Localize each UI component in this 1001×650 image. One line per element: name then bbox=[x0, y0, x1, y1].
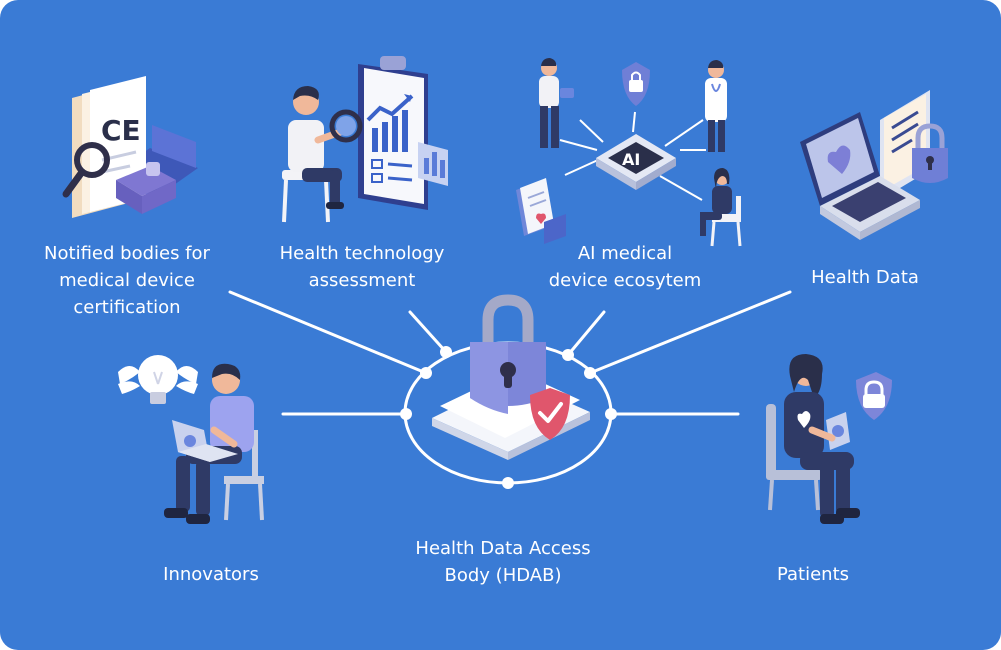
connector-health-data bbox=[588, 290, 792, 375]
hta-analyst-icon bbox=[282, 56, 448, 223]
connector-notified-bodies bbox=[228, 290, 428, 375]
connector-hta bbox=[408, 310, 448, 354]
ai-chip-text: AI bbox=[622, 150, 640, 169]
label-innovators: Innovators bbox=[163, 564, 259, 585]
hdab-lock-icon bbox=[432, 294, 590, 460]
label-hta: Health technology assessment bbox=[279, 243, 445, 291]
label-notified-bodies: Notified bodies for medical device certi… bbox=[44, 243, 210, 318]
connector-ai-ecosystem bbox=[566, 310, 606, 357]
label-patients: Patients bbox=[776, 564, 850, 585]
ai-ecosystem-icon: AI bbox=[516, 58, 742, 247]
innovators-icon bbox=[118, 355, 264, 524]
ce-documents-icon: CE bbox=[62, 76, 198, 218]
label-ai-ecosystem: AI medical device ecosytem bbox=[548, 243, 702, 291]
label-hdab: Health Data Access Body (HDAB) bbox=[415, 538, 591, 586]
health-data-laptop-icon bbox=[800, 90, 948, 240]
connector-dots bbox=[400, 346, 617, 489]
ce-mark-text: CE bbox=[101, 114, 141, 147]
label-health-data: Health Data bbox=[811, 267, 919, 288]
patient-icon bbox=[766, 354, 892, 524]
